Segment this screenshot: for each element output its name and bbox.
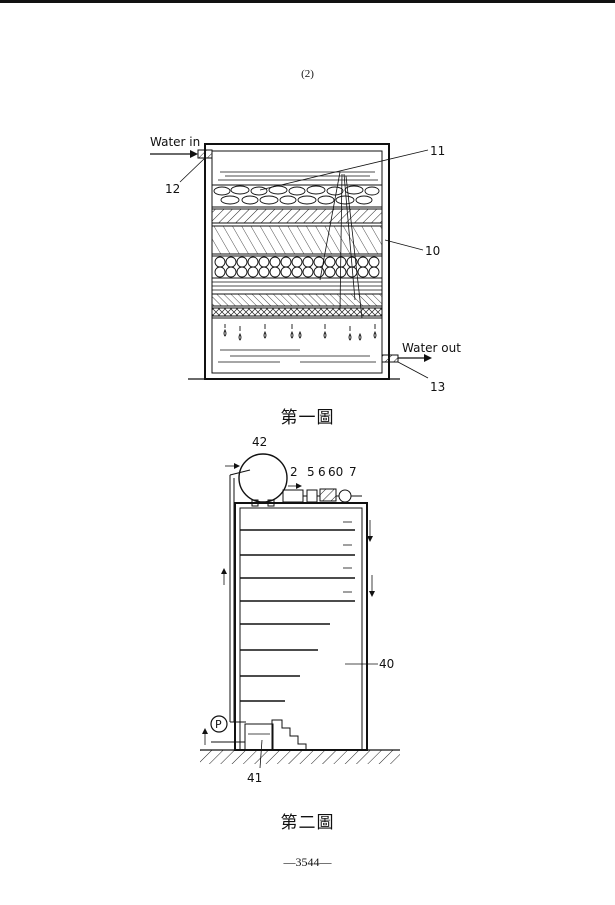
equipment-2	[282, 489, 304, 503]
ground-hatch	[200, 750, 400, 764]
down-flow-arrowhead-2	[369, 591, 375, 597]
tower-inner-wall	[239, 507, 363, 751]
ball-layer-spheres	[214, 256, 380, 278]
page-footer: —3544—	[283, 855, 332, 869]
tank-outer-wall	[204, 143, 390, 380]
outlet-pipe	[381, 354, 399, 363]
callout-5: 5	[307, 465, 315, 479]
leader-lines	[179, 149, 429, 379]
inflow-arrowhead	[234, 463, 240, 469]
water-out-arrowhead	[424, 354, 432, 362]
water-droplets	[223, 324, 377, 341]
bottom-water-layer	[218, 349, 376, 363]
flow-marks	[343, 521, 352, 593]
figure-1-caption: 第一圖	[280, 408, 335, 428]
ball-layer	[211, 255, 383, 279]
support-grid	[211, 307, 383, 317]
callout-41: 41	[247, 771, 262, 785]
fine-sand-layer	[211, 208, 383, 224]
tank-leg-left	[251, 499, 259, 507]
callout-42: 42	[252, 435, 267, 449]
callout-60: 60	[328, 465, 343, 479]
coarse-sand-layer	[211, 293, 383, 307]
equipment-5	[306, 489, 318, 503]
callout-7: 7	[349, 465, 357, 479]
figure-2-tower-system: P 42 2 5 6 60 7 40	[200, 435, 400, 785]
callout-40: 40	[379, 657, 394, 671]
gravel-pebbles	[213, 185, 380, 205]
sump-tank	[244, 723, 274, 751]
callout-11: 11	[430, 144, 445, 158]
tank-leg-right	[267, 499, 275, 507]
pump-arrowhead	[202, 728, 208, 734]
callout-2: 2	[290, 465, 298, 479]
charcoal-layer	[211, 225, 383, 255]
storage-tank-42	[238, 453, 288, 503]
page-number: (2)	[301, 68, 314, 80]
gravel-layer	[211, 184, 383, 208]
water-out-label: Water out	[402, 341, 461, 355]
pump-label: P	[215, 718, 222, 731]
inlet-pipe	[197, 149, 213, 159]
top-rule	[0, 0, 615, 3]
tower-outer-wall	[234, 502, 368, 751]
callout-12: 12	[165, 182, 180, 196]
callout-13: 13	[430, 380, 445, 394]
callout-10: 10	[425, 244, 440, 258]
figure-1-filter-tank: Water in Water out 11 10 12 13	[150, 135, 461, 394]
equipment-2-arrowhead	[296, 483, 302, 489]
staircase	[271, 719, 307, 750]
fine-media-layer	[212, 281, 382, 291]
tower-trays	[240, 529, 355, 702]
tank-inner-wall	[211, 150, 383, 374]
figure-2-caption: 第二圖	[280, 813, 335, 833]
pump-icon	[210, 715, 228, 733]
water-in-arrowhead	[190, 150, 198, 158]
up-flow-arrowhead	[221, 568, 227, 574]
callout-6: 6	[318, 465, 326, 479]
equipment-7	[338, 489, 352, 503]
top-water-layer	[218, 171, 378, 181]
equipment-60	[319, 488, 337, 502]
leader-41	[259, 739, 263, 769]
down-flow-arrowhead-1	[367, 536, 373, 542]
water-in-label: Water in	[150, 135, 200, 149]
